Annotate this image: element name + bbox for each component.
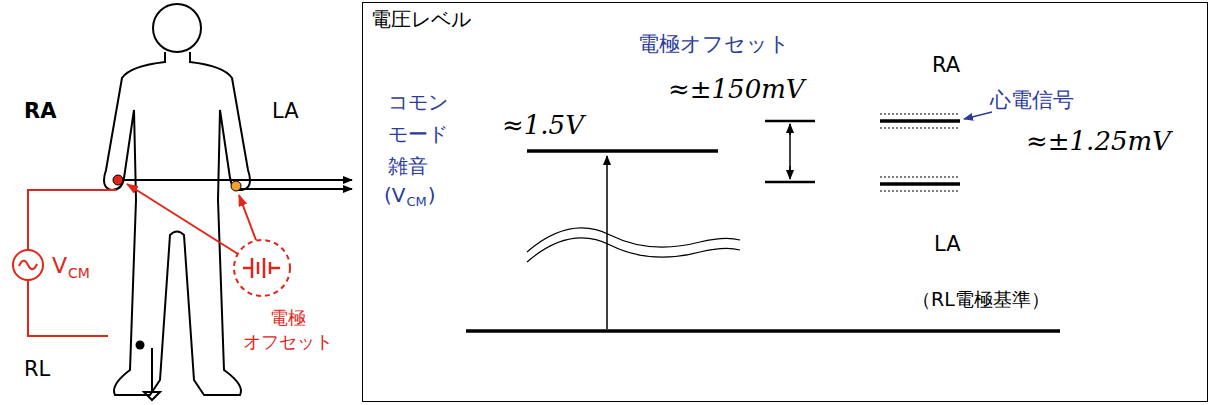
reference-note: （RL電極基準） xyxy=(912,288,1050,311)
human-figure xyxy=(104,4,250,395)
offset-battery xyxy=(127,184,290,296)
ra-label: RA xyxy=(24,99,56,124)
lead-wire xyxy=(238,188,352,190)
rl-electrode xyxy=(136,341,145,350)
common-mode-value: ≈1.5V xyxy=(502,110,584,141)
ecg-amplitude: ≈±1.25mV xyxy=(1026,126,1171,157)
panel-title: 電圧レベル xyxy=(371,7,471,31)
common-mode-source xyxy=(13,190,116,336)
common-mode-subscript: CM xyxy=(406,194,426,210)
vcm-label: V xyxy=(52,253,67,279)
ra-level-label: RA xyxy=(932,53,960,78)
ra-electrode xyxy=(113,175,123,185)
la-electrode xyxy=(231,181,241,191)
common-mode-symbol: ) xyxy=(428,183,436,207)
offset-value: ≈±150mV xyxy=(668,74,805,105)
common-mode-symbol: (V xyxy=(384,183,405,207)
ecg-signal-label: 心電信号 xyxy=(990,88,1074,113)
rl-label: RL xyxy=(24,357,50,382)
common-mode-label: コモン モード 雑音 xyxy=(388,86,454,182)
la-level-label: LA xyxy=(934,232,961,257)
ground-symbol xyxy=(144,348,160,400)
offset-label: 電極 オフセット xyxy=(240,306,335,355)
offset-title: 電極オフセット xyxy=(638,32,790,57)
voltage-levels xyxy=(466,112,1060,331)
vcm-subscript: CM xyxy=(68,265,90,282)
voltage-level-panel: 電圧レベル xyxy=(362,2,1208,402)
la-label: LA xyxy=(272,99,299,124)
